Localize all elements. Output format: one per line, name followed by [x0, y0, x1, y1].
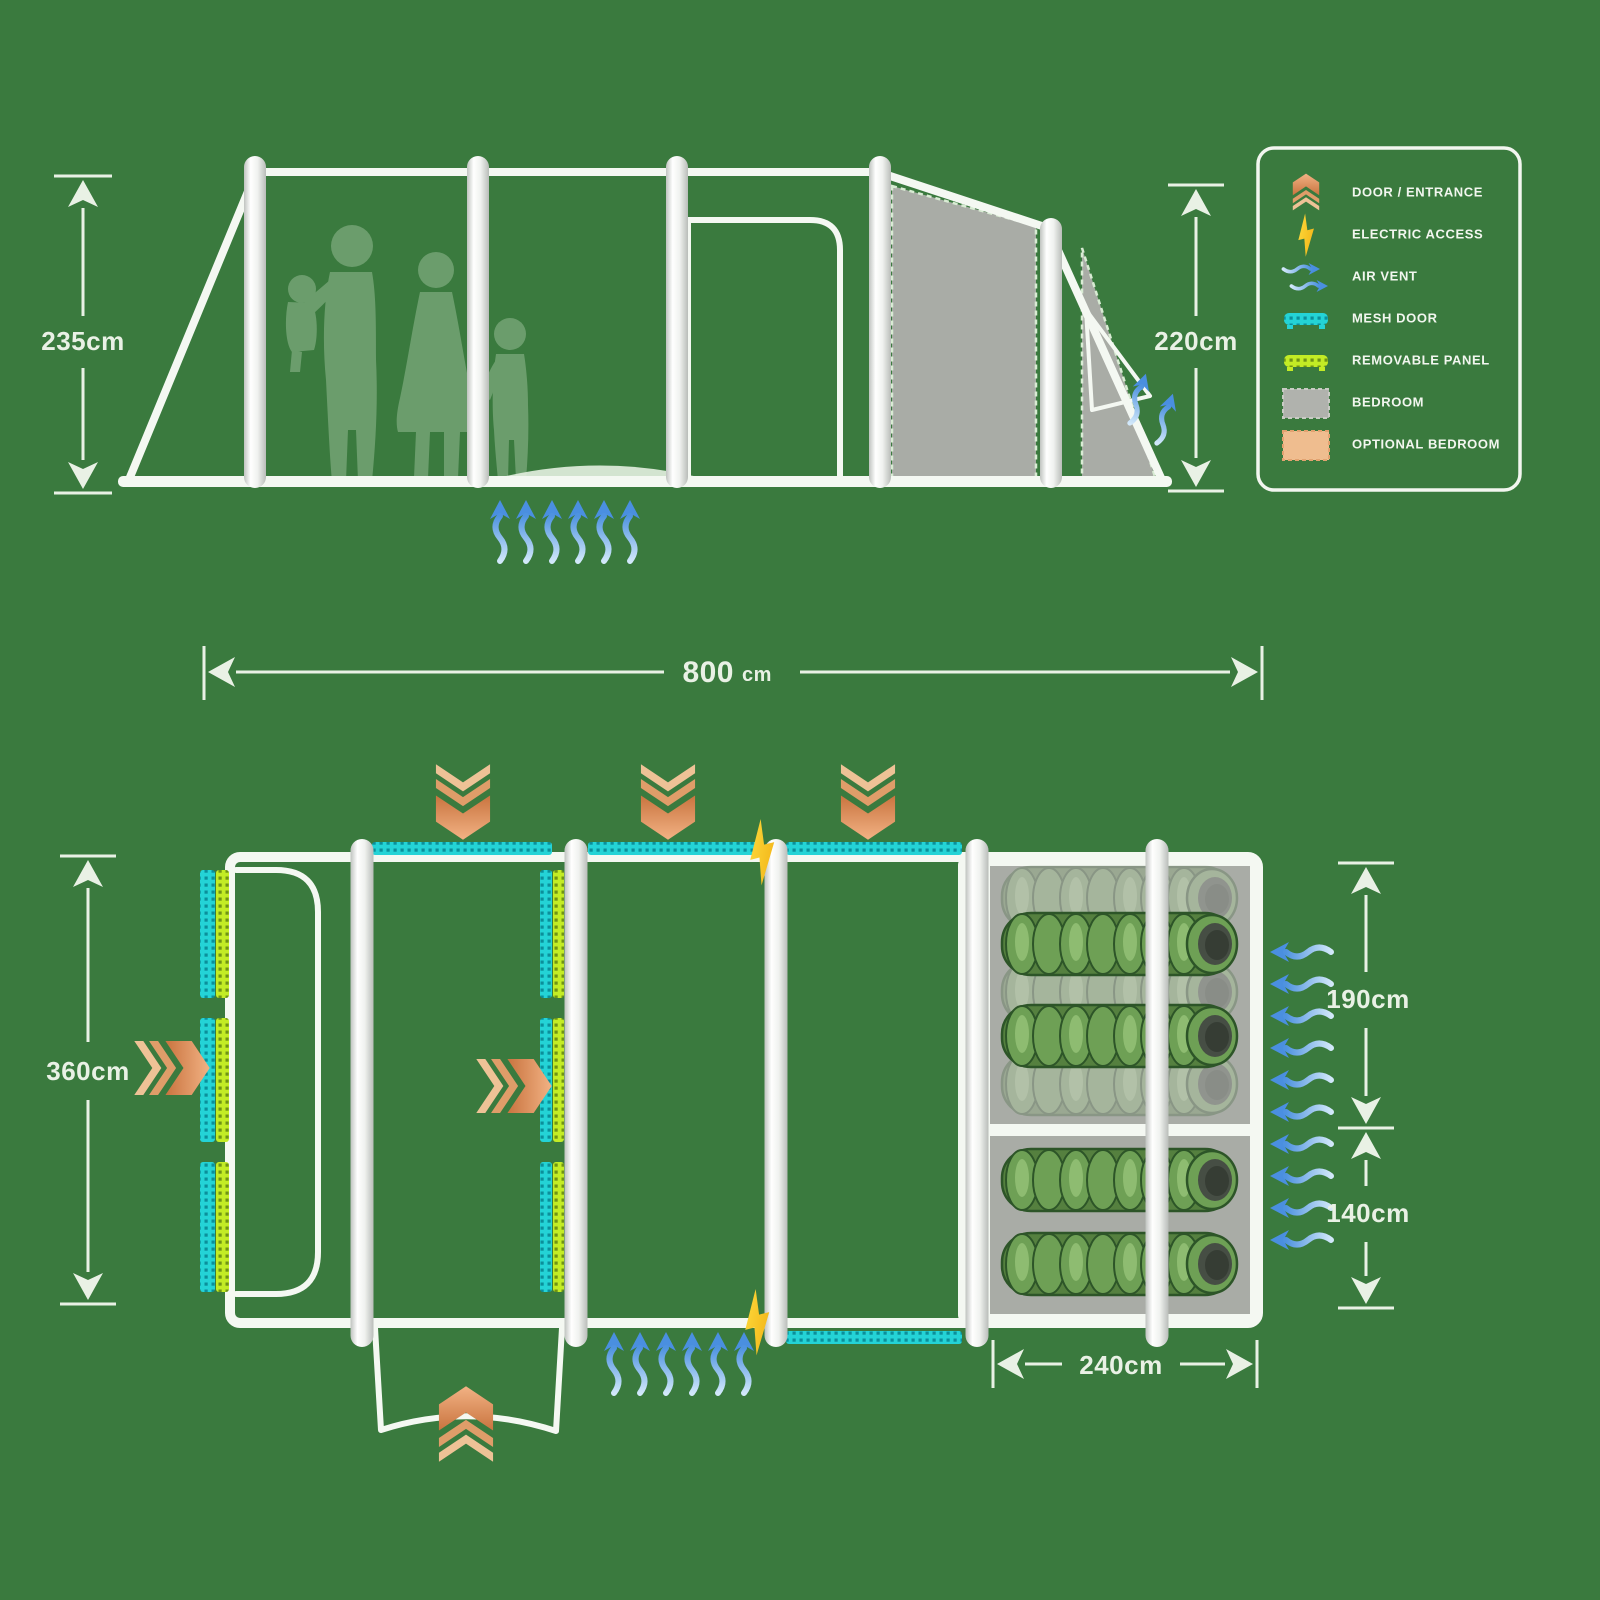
- air-vent-icon: [708, 1332, 728, 1393]
- air-vent-icon: [568, 500, 588, 561]
- porch-door-outline: [233, 867, 321, 1297]
- tent-pole: [1040, 218, 1062, 488]
- air-vent-icon: [604, 1332, 624, 1393]
- air-vent-icon: [1270, 1070, 1331, 1090]
- bedroom-length-label: 190cm: [1326, 984, 1409, 1014]
- side-elevation-view: [118, 156, 1181, 561]
- door-entrance-icon: [1292, 173, 1320, 211]
- dimension-height-front: 235cm: [41, 174, 124, 495]
- height-front-label: 235cm: [41, 326, 124, 356]
- tent-pole: [350, 839, 374, 1347]
- tent-pole: [564, 839, 588, 1347]
- removable-panel-strip: [216, 870, 229, 1292]
- side-door-arch: [685, 217, 843, 485]
- air-vent-icon: [1270, 1006, 1331, 1026]
- height-rear-label: 220cm: [1154, 326, 1237, 356]
- rear-vent-flap: [1084, 308, 1152, 412]
- door-entrance-icon: [438, 1386, 494, 1462]
- legend-label: REMOVABLE PANEL: [1352, 352, 1490, 367]
- air-vent-icon: [1270, 1134, 1331, 1154]
- bedroom-swatch: [1282, 388, 1330, 419]
- legend-label: DOOR / ENTRANCE: [1352, 184, 1483, 199]
- air-vent-icon: [1281, 261, 1330, 294]
- door-entrance-icon: [840, 764, 896, 840]
- air-vent-icon: [490, 500, 510, 561]
- sleeping-bag: [1000, 911, 1239, 977]
- tent-pole: [666, 156, 688, 488]
- width-label: 360cm: [46, 1056, 129, 1086]
- floor-plan-view: [134, 764, 1331, 1462]
- dimension-optional-bedroom-length: 140cm: [1326, 1132, 1409, 1310]
- air-vent-icon: [1270, 1102, 1331, 1122]
- tent-pole: [467, 156, 489, 488]
- dimension-bedroom-width: 240cm: [991, 1340, 1259, 1388]
- sleeping-bag: [1000, 1147, 1239, 1213]
- legend-panel: DOOR / ENTRANCE ELECTRIC ACCESS AIR VENT…: [1256, 146, 1522, 492]
- porch-awning-outline: [372, 1325, 565, 1434]
- dimension-width: 360cm: [46, 854, 129, 1306]
- floorplan-border: [225, 852, 1263, 1328]
- mesh-door-strip: [200, 870, 215, 1292]
- tent-pole: [1145, 839, 1169, 1347]
- air-vent-icon: [1270, 1230, 1331, 1250]
- sleeping-bag: [1000, 1231, 1239, 1297]
- air-vent-icon: [594, 500, 614, 561]
- sleeping-bag: [1000, 1003, 1239, 1069]
- dimension-length: 800 cm: [202, 646, 1264, 700]
- air-vent-icon: [1270, 1038, 1331, 1058]
- air-vent-icon: [620, 500, 640, 561]
- family-silhouette: [285, 225, 529, 481]
- removable-panel-strip: [553, 870, 564, 1292]
- air-vent-icon: [516, 500, 536, 561]
- air-vent-icon: [656, 1332, 676, 1393]
- front-slant-edge: [124, 168, 260, 486]
- air-vent-icon: [682, 1332, 702, 1393]
- mesh-door-strip: [372, 842, 962, 1344]
- bedroom-width-label: 240cm: [1079, 1350, 1162, 1380]
- bedroom-panel-side: [892, 186, 1036, 480]
- legend-label: BEDROOM: [1352, 394, 1424, 409]
- legend-border: [1256, 146, 1522, 492]
- legend-label: MESH DOOR: [1352, 310, 1438, 325]
- air-vent-icon: [1270, 942, 1331, 962]
- air-vent-icon: [1270, 1198, 1331, 1218]
- optional-bedroom-swatch: [1282, 430, 1330, 461]
- optional-bedroom-length-label: 140cm: [1326, 1198, 1409, 1228]
- bedroom-panel-trim: [890, 184, 1038, 482]
- air-vent-icon: [734, 1332, 754, 1393]
- legend-label: ELECTRIC ACCESS: [1352, 226, 1483, 241]
- air-vent-icon: [1149, 391, 1181, 446]
- length-value-label: 800: [682, 656, 734, 689]
- tent-pole: [244, 156, 266, 488]
- air-vent-icon: [542, 500, 562, 561]
- roof-line: [248, 168, 1166, 484]
- door-entrance-icon: [435, 764, 491, 840]
- mesh-door-icon: [1284, 313, 1328, 329]
- door-entrance-icon: [640, 764, 696, 840]
- legend-label: OPTIONAL BEDROOM: [1352, 436, 1500, 451]
- tent-pole: [869, 156, 891, 488]
- air-vent-icon: [630, 1332, 650, 1393]
- electric-access-icon: [1292, 212, 1321, 258]
- dimension-height-rear: 220cm: [1154, 183, 1237, 493]
- air-vent-icon: [1270, 1166, 1331, 1186]
- door-entrance-icon: [134, 1040, 210, 1096]
- air-vent-icon: [1270, 974, 1331, 994]
- legend-label: AIR VENT: [1352, 268, 1417, 283]
- tent-pole: [764, 839, 788, 1347]
- length-unit-label: cm: [742, 664, 772, 686]
- ground-line: [118, 476, 1172, 487]
- removable-panel-icon: [1284, 355, 1328, 371]
- dimension-bedroom-length: 190cm: [1326, 861, 1409, 1130]
- tent-pole: [965, 839, 989, 1347]
